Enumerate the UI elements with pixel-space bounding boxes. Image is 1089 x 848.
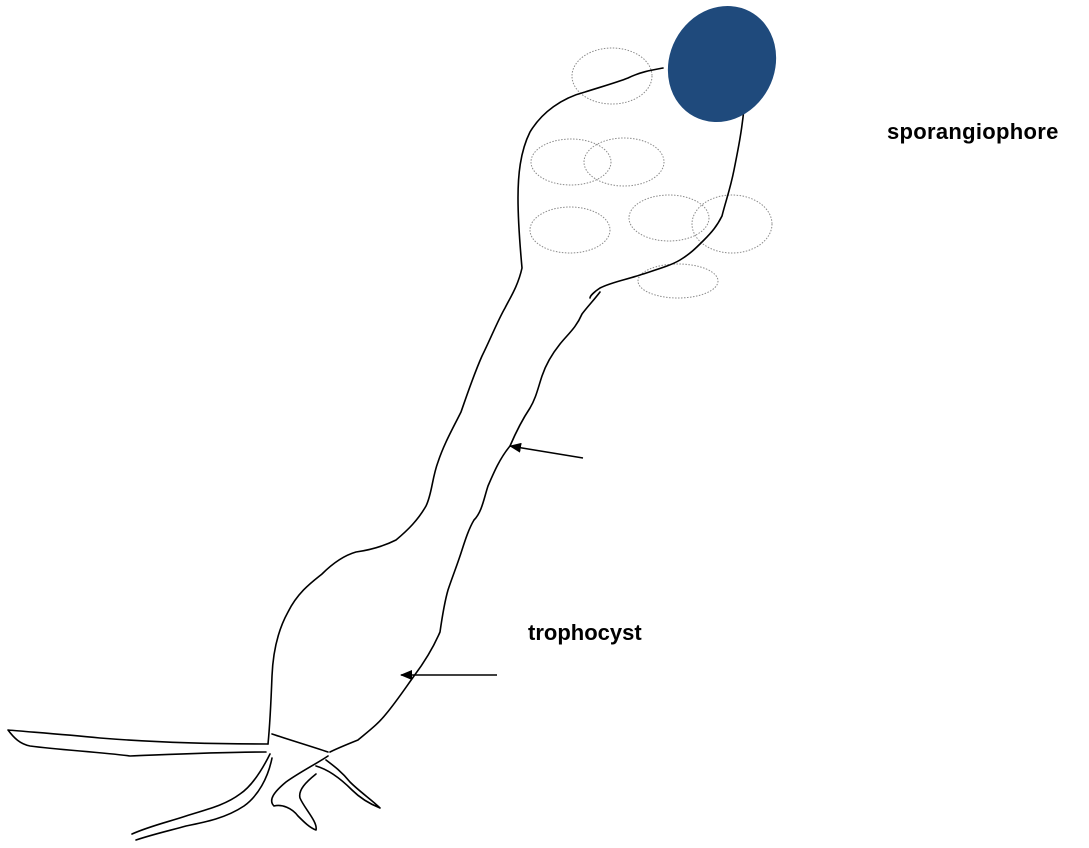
rhizoid-right	[316, 760, 380, 808]
spore-ellipse	[629, 195, 709, 241]
label-trophocyst: trophocyst	[528, 622, 642, 644]
spore-ellipse	[531, 139, 611, 185]
spore-ellipse	[584, 138, 664, 186]
spore-ellipse	[692, 195, 772, 253]
spore-ellipse	[530, 207, 610, 253]
rhizoid-left	[132, 754, 272, 840]
spore-ellipse	[572, 48, 652, 104]
arrow-upper	[510, 446, 583, 458]
horizontal-hypha	[8, 730, 268, 756]
basal-septum	[272, 734, 328, 752]
spore-ellipse	[638, 264, 718, 298]
stalk-right-wall	[330, 108, 744, 752]
rhizoid-base	[8, 730, 380, 840]
sporangiophore-outline	[268, 68, 744, 752]
sporangium-cap	[648, 0, 795, 141]
label-sporangiophore: sporangiophore	[887, 121, 1089, 177]
